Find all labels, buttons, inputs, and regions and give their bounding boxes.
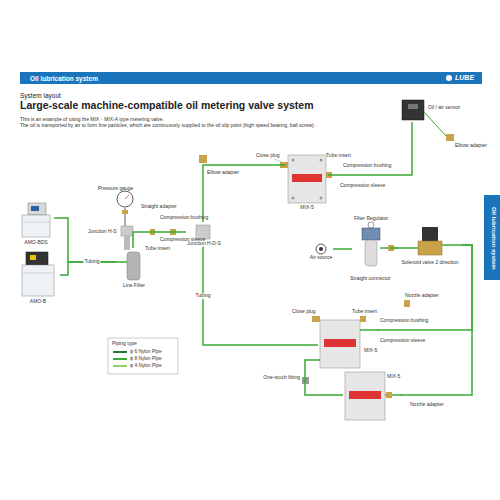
component-label: MIX-5: [387, 374, 400, 380]
component-label: Junction H-D-S: [186, 241, 222, 247]
pipe: [333, 248, 352, 250]
part-label: Straight connector: [350, 276, 391, 282]
elbow-adapter-fitting: [199, 155, 207, 163]
section-heading: System layout: [20, 92, 61, 99]
part-label: Tube insert: [326, 153, 351, 159]
component: MIX-5: [286, 152, 328, 211]
pump-amo-b: [22, 252, 54, 296]
part-label: Junction H-S: [88, 229, 117, 235]
component: Solenoid valve 2 direction: [398, 225, 462, 266]
component-label: Filter Regulator: [352, 216, 390, 222]
metering-valve-top: [274, 155, 332, 203]
pipe-label: Tubing: [83, 259, 100, 265]
part-label: Compression sleeve: [340, 183, 385, 189]
component: Junction H-D-S: [186, 222, 222, 247]
part-label: Compression bushing: [160, 215, 208, 221]
legend-box: [108, 338, 178, 374]
part-label: Elbow adapter: [207, 170, 239, 176]
part-label: Elbow adapter: [455, 143, 487, 149]
legend-entry: φ 6 Nylon Pipe: [113, 349, 162, 355]
component-label: MIX-5: [364, 348, 377, 354]
legend-swatch: [113, 351, 127, 353]
part-label: Pressure gauge: [98, 186, 133, 192]
component: MIX-5: [318, 318, 377, 368]
pipe-label: Tubing: [194, 293, 211, 299]
side-tab: [484, 195, 500, 280]
part-label: Close plug: [292, 309, 316, 315]
component: MIX-5: [343, 370, 400, 420]
legend-text: φ 8 Nylon Pipe: [130, 356, 162, 362]
component-label: MIX-5: [286, 205, 328, 211]
pipe: [54, 218, 116, 262]
pipe: [305, 360, 343, 395]
logo-mark: [446, 75, 452, 81]
legend-title: Piping type: [112, 341, 137, 347]
part-label: Tube insert: [145, 246, 170, 252]
component-label: Air source: [309, 255, 333, 261]
pipe: [203, 165, 286, 222]
pipe: [328, 122, 412, 175]
pump-amo-bds: [22, 203, 50, 237]
legend-text: φ 4 Nylon Pipe: [130, 363, 162, 369]
part-label: Close plug: [256, 153, 280, 159]
header-bar: [20, 72, 482, 84]
component-label: Oil / air sensor: [428, 105, 460, 111]
header-text: Oil lubrication system: [30, 75, 98, 82]
component: AMO-BDS: [18, 200, 54, 246]
part-label: Straight adapter: [141, 204, 177, 210]
component-label: AMO-BDS: [18, 240, 54, 246]
part-label: Nozzle adapter: [410, 402, 444, 408]
filter-assembly: [116, 191, 176, 280]
part-label: One-touch fitting: [263, 375, 300, 381]
part-label: Compression sleeve: [380, 338, 425, 344]
brand-logo: LUBE: [455, 74, 474, 82]
component: Filter Regulator: [352, 216, 390, 270]
component-label: Solenoid valve 2 direction: [398, 260, 462, 266]
description: This is an example of using the MIX・MIX-…: [20, 117, 380, 123]
pipe: [390, 247, 398, 249]
part-label: Tube insert: [352, 309, 377, 315]
legend-swatch: [113, 358, 127, 360]
legend-entry: φ 8 Nylon Pipe: [113, 356, 162, 362]
component: Air source: [309, 242, 333, 261]
pipe: [203, 247, 318, 345]
side-tab-text: Oil lubrication system: [490, 207, 497, 270]
component-label: AMO-B: [16, 299, 60, 305]
pipe: [377, 245, 472, 330]
component-label: Line Filter: [116, 283, 152, 289]
legend-entry: φ 4 Nylon Pipe: [113, 363, 162, 369]
component: Line Filter: [116, 248, 152, 289]
part-label: Nozzle adapter: [405, 293, 439, 299]
legend-text: φ 6 Nylon Pipe: [130, 349, 162, 355]
legend-swatch: [113, 365, 127, 367]
part-label: Compression bushing: [343, 163, 391, 169]
page-title: Large-scale machine-compatible oil meter…: [20, 99, 314, 111]
component: Oil / air sensor: [400, 98, 460, 122]
air-supply: [316, 222, 462, 266]
part-label: Compression bushing: [380, 318, 428, 324]
component: AMO-B: [16, 249, 60, 305]
description: The oil is transported by air to form fi…: [20, 123, 380, 129]
